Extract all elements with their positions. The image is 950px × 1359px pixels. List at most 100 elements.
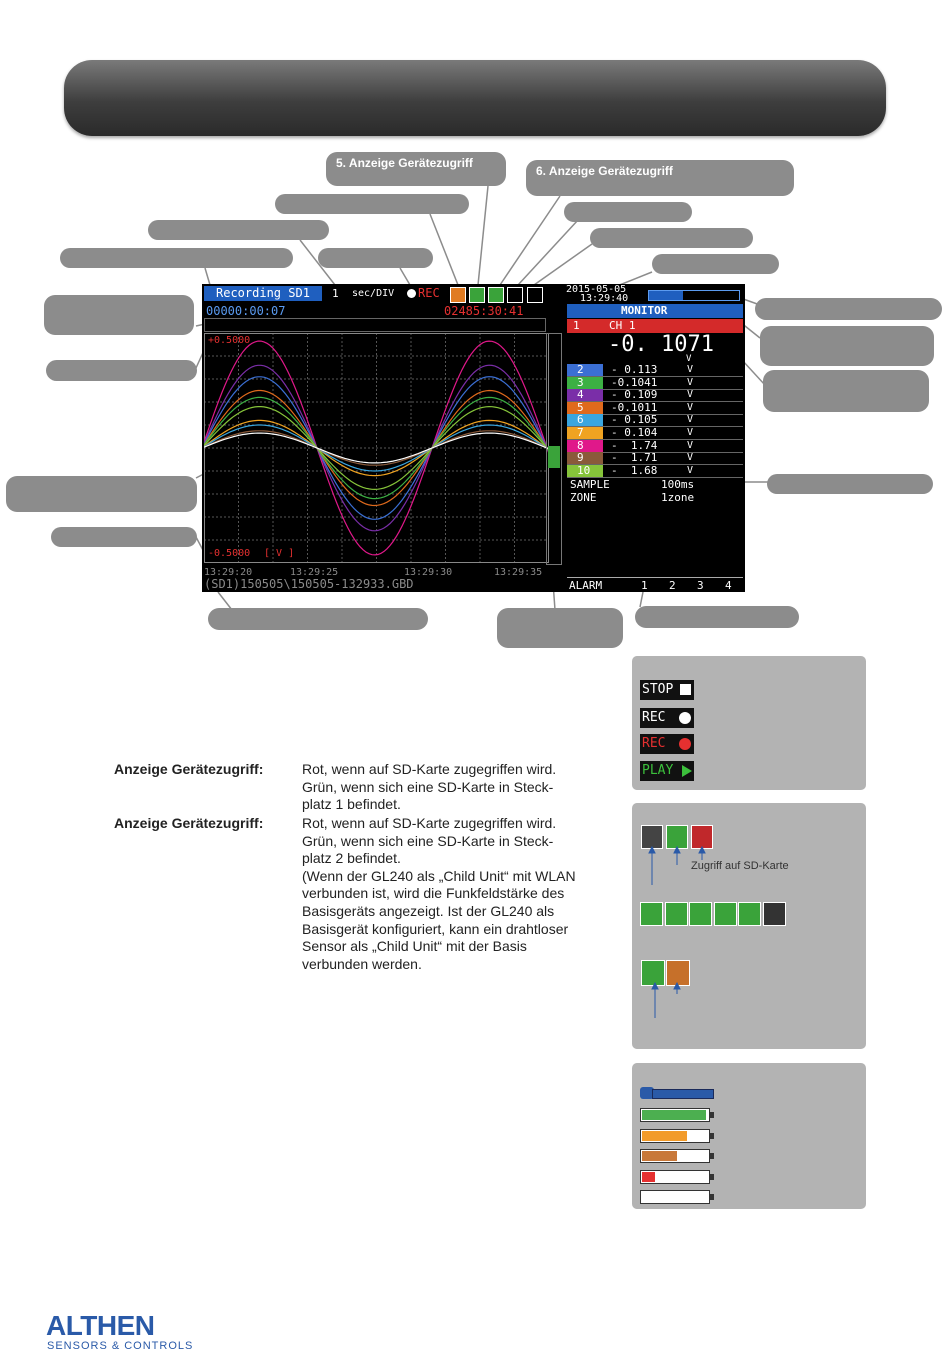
- battery-fill: [642, 1130, 687, 1141]
- mode-stop: STOP: [640, 680, 694, 700]
- callout-blank: [275, 194, 469, 214]
- monitor-header: MONITOR: [567, 304, 743, 318]
- y-axis-min: -0.5000: [208, 548, 251, 559]
- callout-label: 6. Anzeige Gerätezugriff: [536, 164, 673, 178]
- callout-blank: [760, 326, 934, 366]
- callout-blank: [60, 248, 293, 268]
- waveform-trace: [204, 424, 549, 472]
- ch1-header: 1 CH 1: [567, 319, 743, 333]
- file-path: (SD1)150505\150505-132933.GBD: [204, 577, 414, 591]
- channel-number: 4: [567, 389, 603, 402]
- rec-circle-icon: [679, 738, 691, 750]
- rec-indicator: REC: [418, 286, 440, 300]
- channel-unit: V: [687, 439, 694, 451]
- ac-cable-icon: [652, 1089, 714, 1099]
- channel-value: - 0.113: [611, 363, 658, 376]
- callout-blank: [763, 370, 929, 412]
- alarm-num: 4: [725, 579, 732, 592]
- channel-unit: V: [687, 452, 694, 464]
- sample-label: SAMPLE: [570, 478, 610, 491]
- channel-unit: V: [687, 401, 694, 413]
- callout-blank: [44, 295, 194, 335]
- waveform-trace: [204, 376, 549, 520]
- alarm-num: 3: [697, 579, 704, 592]
- signal-level-icon: [664, 902, 688, 926]
- zone-value: 1zone: [661, 491, 695, 504]
- description-text: Rot, wenn auf SD-Karte zugegriffen wird.…: [302, 815, 576, 972]
- channel-value: - 0.109: [611, 388, 658, 402]
- channel-number: 3: [567, 376, 603, 389]
- stop-square-icon: [680, 684, 691, 695]
- channel-number: 9: [567, 452, 603, 465]
- ac-plug-icon: [640, 1087, 654, 1099]
- battery-fill: [642, 1171, 655, 1182]
- description-text: Rot, wenn auf SD-Karte zugegriffen wird.…: [302, 761, 557, 813]
- callout-blank: [208, 608, 428, 630]
- ch1-number: 1: [573, 319, 580, 332]
- battery-icon: [640, 1108, 714, 1122]
- channel-unit: V: [687, 389, 694, 401]
- channel-number: 5: [567, 401, 603, 414]
- mode-play: PLAY: [640, 761, 694, 781]
- signal-level-icon: [640, 902, 663, 926]
- alarm-bar: ALARM 1 2 3 4: [567, 577, 743, 592]
- battery-tip: [710, 1173, 714, 1180]
- battery-icon: [640, 1169, 714, 1184]
- ch1-unit: V: [686, 354, 692, 364]
- time-div-unit: sec/DIV: [352, 288, 395, 299]
- mode-rec: REC: [640, 708, 694, 728]
- brand-tagline: SENSORS & CONTROLS: [47, 1340, 194, 1352]
- alarm-num: 2: [669, 579, 676, 592]
- channel-value: - 1.74: [611, 438, 658, 452]
- ch1-name: CH 1: [609, 319, 636, 332]
- battery-tip: [710, 1153, 714, 1159]
- waveform-trace: [204, 430, 549, 466]
- battery-fill: [642, 1151, 678, 1161]
- battery-icon: [640, 1149, 714, 1163]
- mode-play-label: PLAY: [642, 763, 674, 778]
- wireless-unit-icon: [450, 287, 466, 303]
- signal-strength-row: [640, 902, 790, 926]
- callout-blank: [51, 527, 197, 547]
- mode-stop-label: STOP: [642, 682, 674, 697]
- elapsed-time: 00000:00:07: [206, 304, 286, 318]
- callout-blank: [6, 476, 197, 512]
- title-banner: [64, 60, 886, 136]
- channel-value: - 0.105: [611, 413, 658, 427]
- x-tick: 13:29:30: [404, 567, 453, 578]
- callout-blank: [767, 474, 933, 494]
- channel-number: 6: [567, 414, 603, 427]
- lock-icon: [527, 287, 543, 303]
- signal-strength-icon: [488, 287, 504, 303]
- waveform-display: [204, 333, 549, 563]
- callout-device-access-2: 6. Anzeige Gerätezugriff: [526, 160, 794, 196]
- device-screen: Recording SD1 1 sec/DIV REC 2015-05-05 1…: [202, 284, 745, 592]
- battery-tip: [710, 1132, 714, 1139]
- channel-value: -0.1011: [611, 400, 658, 414]
- time-display: 13:29:40: [580, 293, 629, 304]
- alarm-num: 1: [641, 579, 648, 592]
- waveform-trace: [204, 396, 549, 500]
- waveform-trace: [204, 389, 549, 507]
- battery-tip: [710, 1112, 714, 1118]
- memory-usage-fill: [649, 291, 684, 300]
- channel-row: 5 -0.1011 V: [567, 400, 743, 415]
- trigger-marker-icon: [548, 446, 560, 468]
- sample-value: 100ms: [661, 478, 695, 491]
- channel-value: - 1.68: [611, 463, 658, 477]
- waveform-trace: [204, 405, 549, 491]
- signal-level-icon: [713, 902, 737, 926]
- channel-unit: V: [687, 427, 694, 438]
- channel-number: 7: [567, 427, 603, 439]
- status-bar: [204, 286, 322, 301]
- signal-level-icon: [762, 902, 786, 926]
- channel-unit: V: [687, 376, 694, 388]
- usb-icon: [507, 287, 523, 303]
- callout-blank: [497, 608, 623, 648]
- channel-value: - 1.71: [611, 451, 658, 465]
